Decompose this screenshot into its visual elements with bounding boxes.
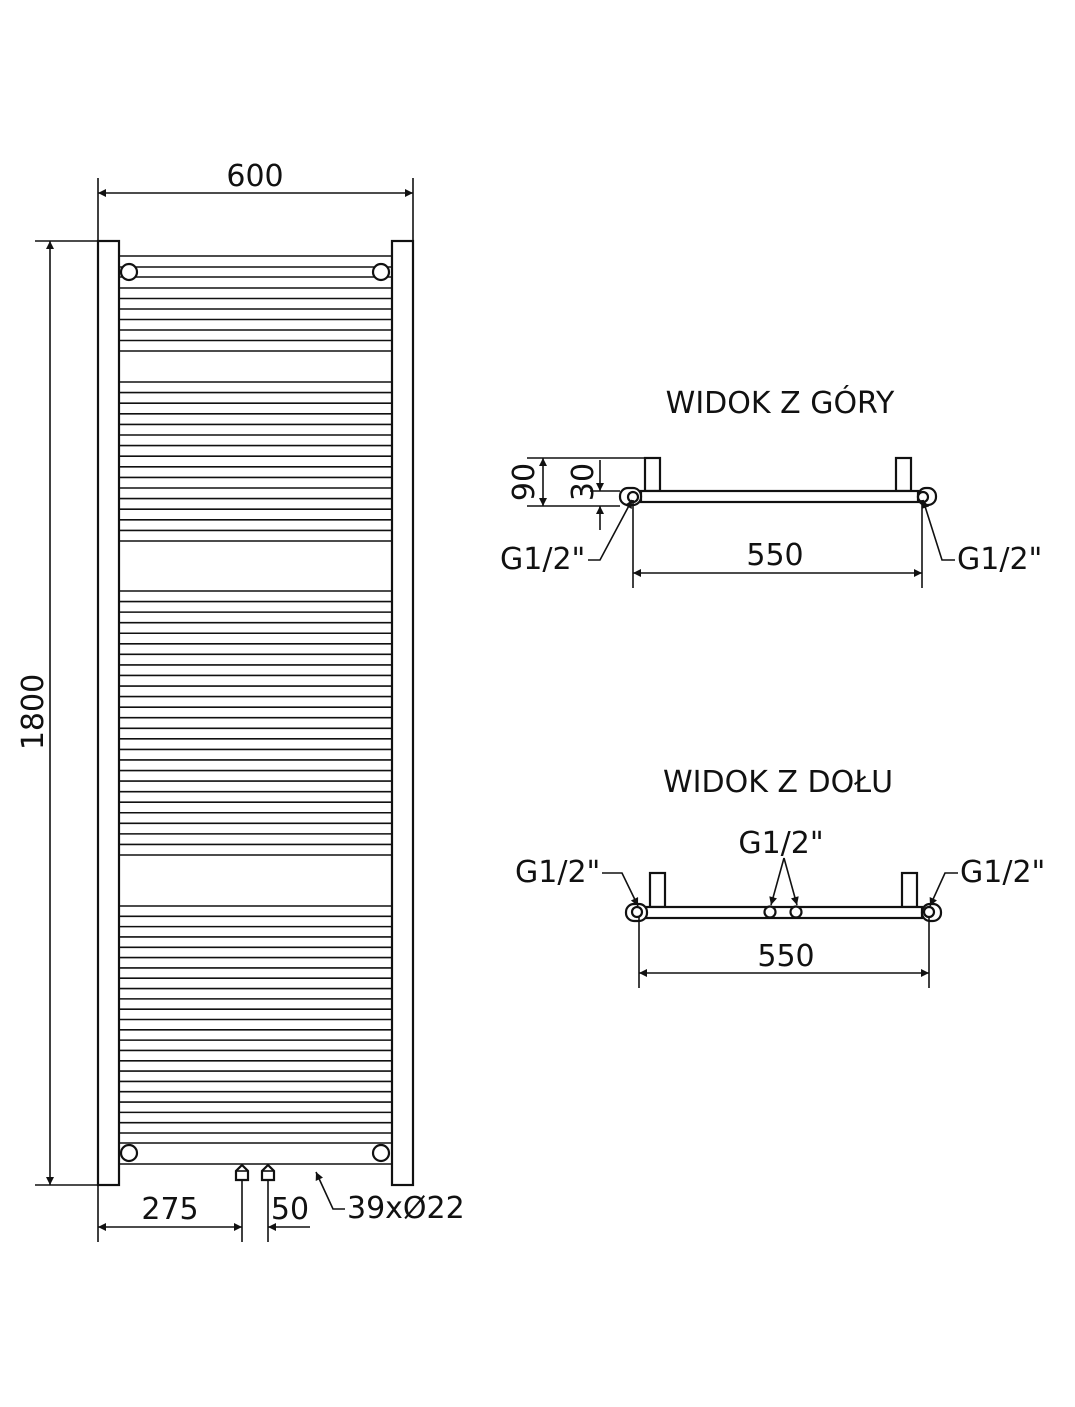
bottom-view: WIDOK Z DOŁU G1/2" G1/2" G1/2" 550 — [515, 765, 1045, 988]
height-label: 1800 — [16, 674, 51, 750]
depth-label: 90 — [507, 463, 542, 501]
top-right-thread-label: G1/2" — [957, 542, 1042, 577]
top-spacing-label: 550 — [746, 538, 803, 573]
tube-ladder — [119, 287, 392, 1134]
bottom-right-thread-label: G1/2" — [960, 855, 1045, 890]
center-thread-label: G1/2" — [738, 826, 823, 861]
top-view-collector — [639, 489, 920, 504]
top-view-title: WIDOK Z GÓRY — [666, 384, 895, 421]
tubes-label: 39xØ22 — [347, 1191, 465, 1226]
top-left-thread-label: G1/2" — [500, 542, 585, 577]
bottom-connections — [234, 1163, 276, 1242]
bottom-view-collector — [643, 905, 924, 920]
bottom-left-plug — [119, 1143, 139, 1163]
left-offset-label: 275 — [141, 1192, 198, 1227]
right-rail — [390, 239, 415, 1187]
connection-spacing-label: 50 — [271, 1192, 309, 1227]
offset-label: 30 — [566, 463, 601, 501]
width-dimension: 600 — [97, 159, 414, 241]
top-left-plug — [119, 262, 139, 282]
bottom-right-plug — [371, 1143, 391, 1163]
bottom-left-thread-label: G1/2" — [515, 855, 600, 890]
height-dimension: 1800 — [16, 240, 98, 1186]
left-rail — [96, 239, 121, 1187]
top-view: WIDOK Z GÓRY 90 30 550 G1/2" G1/2" — [500, 384, 1042, 588]
bottom-spacing-label: 550 — [757, 939, 814, 974]
top-right-plug — [371, 262, 391, 282]
bottom-view-title: WIDOK Z DOŁU — [663, 765, 893, 800]
front-view: 600 1800 — [16, 159, 465, 1242]
width-label: 600 — [226, 159, 283, 194]
